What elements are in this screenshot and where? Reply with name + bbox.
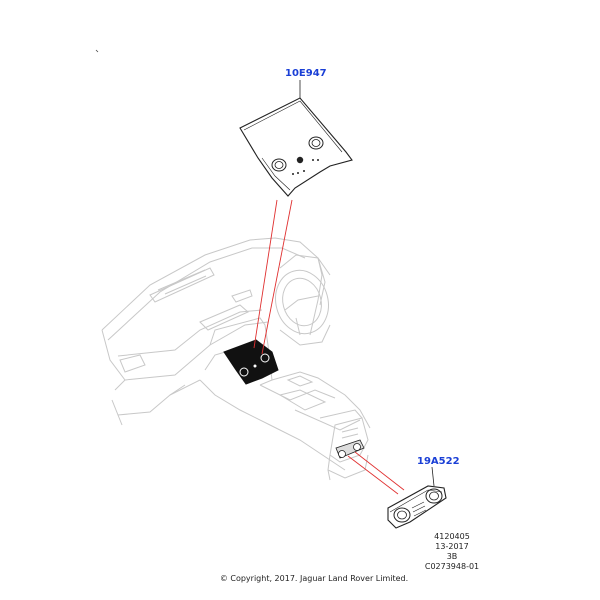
part-19A522-control-module [387, 466, 447, 529]
corner-mark [95, 49, 99, 53]
leader-lines [253, 199, 405, 495]
vehicle-interior-outline [101, 237, 371, 481]
installed-rear-climate-control [335, 439, 365, 459]
reference-line: 4120405 [434, 532, 470, 541]
reference-line: C0273948-01 [424, 562, 480, 571]
callout-part-number[interactable]: 10E947 [285, 68, 327, 79]
copyright-notice: © Copyright, 2017. Jaguar Land Rover Lim… [219, 574, 409, 583]
part-10E947-trim-panel [239, 80, 353, 197]
installed-centre-panel [223, 339, 279, 385]
reference-line: 3B [446, 552, 458, 561]
callout-part-number[interactable]: 19A522 [417, 456, 460, 467]
callout-leader-19A522 [431, 466, 435, 487]
reference-block: 4120405 13-2017 3B C0273948-01 [420, 532, 484, 572]
reference-line: 13-2017 [435, 542, 469, 551]
